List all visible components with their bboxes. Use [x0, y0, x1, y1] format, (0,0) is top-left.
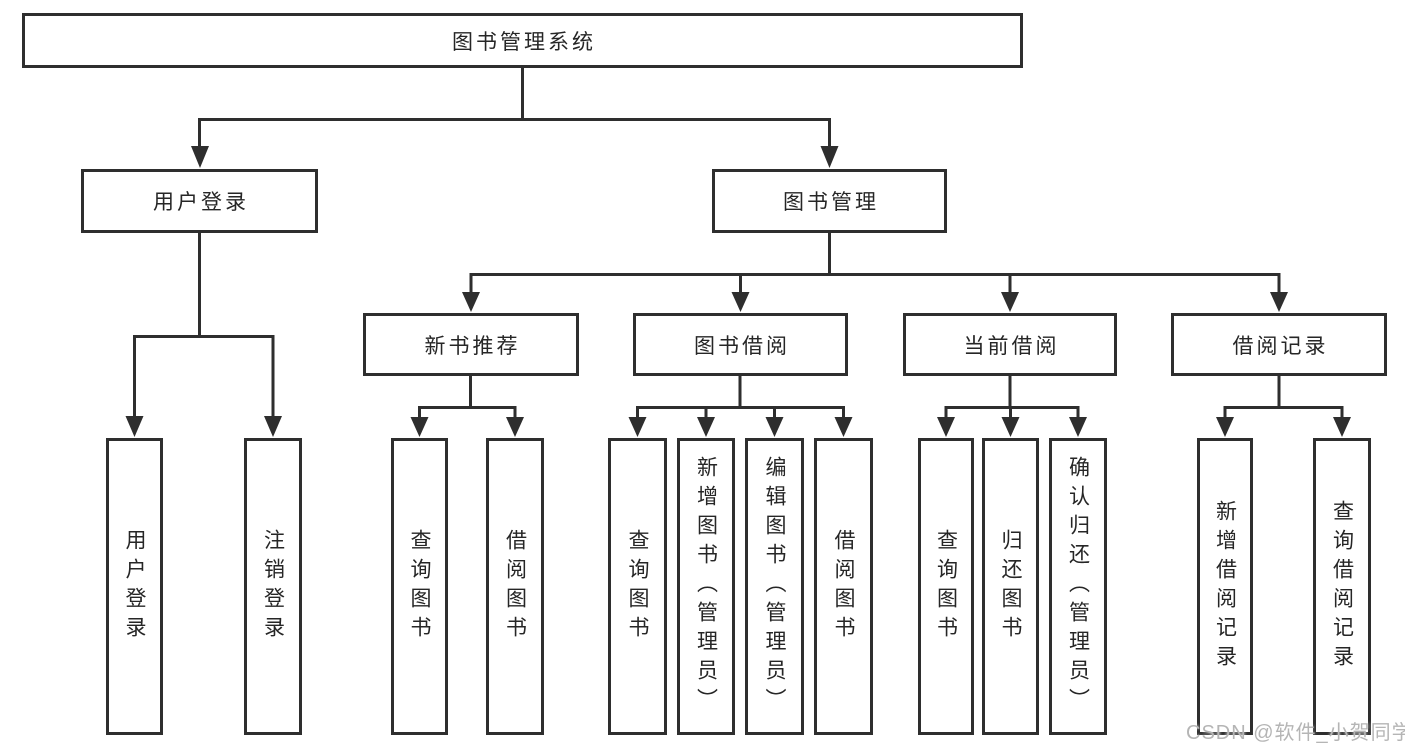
node-leaf-confirm-return-admin: 确认归还（管理员） — [1049, 438, 1107, 735]
node-leaf-borrow-books-recommend-label: 借阅图书 — [503, 528, 527, 645]
node-leaf-add-books-admin-label: 新增图书（管理员） — [694, 456, 718, 717]
node-leaf-return-books-label: 归还图书 — [999, 528, 1023, 645]
node-root-system: 图书管理系统 — [22, 13, 1023, 68]
node-leaf-query-books-current: 查询图书 — [918, 438, 974, 735]
node-leaf-add-borrow-record-label: 新增借阅记录 — [1213, 499, 1237, 674]
node-leaf-borrow-books: 借阅图书 — [814, 438, 873, 735]
node-leaf-borrow-books-recommend: 借阅图书 — [486, 438, 544, 735]
node-current-borrow: 当前借阅 — [903, 313, 1117, 376]
node-book-borrow: 图书借阅 — [633, 313, 848, 376]
node-root-label: 图书管理系统 — [452, 30, 596, 54]
node-leaf-return-books: 归还图书 — [982, 438, 1039, 735]
node-leaf-query-books-borrow: 查询图书 — [608, 438, 667, 735]
node-leaf-edit-books-admin-label: 编辑图书（管理员） — [763, 456, 787, 717]
node-book-borrow-label: 图书借阅 — [694, 334, 790, 358]
node-new-book-recommend: 新书推荐 — [363, 313, 579, 376]
node-leaf-query-borrow-record: 查询借阅记录 — [1313, 438, 1371, 735]
node-book-management-label: 图书管理 — [783, 191, 879, 214]
node-leaf-logout-label: 注销登录 — [261, 528, 285, 645]
node-leaf-borrow-books-label: 借阅图书 — [832, 528, 856, 645]
node-leaf-user-login-label: 用户登录 — [123, 528, 147, 645]
node-leaf-add-books-admin: 新增图书（管理员） — [677, 438, 735, 735]
node-borrow-records: 借阅记录 — [1171, 313, 1387, 376]
watermark: CSDN @软件_小贺同学 — [1186, 722, 1405, 744]
node-leaf-user-login: 用户登录 — [106, 438, 163, 735]
node-leaf-edit-books-admin: 编辑图书（管理员） — [745, 438, 804, 735]
connector-lines — [133, 68, 1344, 420]
node-new-book-recommend-label: 新书推荐 — [424, 334, 521, 358]
node-leaf-add-borrow-record: 新增借阅记录 — [1197, 438, 1253, 735]
node-leaf-query-books-recommend: 查询图书 — [391, 438, 448, 735]
node-book-management: 图书管理 — [712, 169, 947, 233]
node-user-login: 用户登录 — [81, 169, 318, 233]
node-current-borrow-label: 当前借阅 — [963, 334, 1060, 358]
node-leaf-query-books-recommend-label: 查询图书 — [408, 528, 432, 645]
node-leaf-logout: 注销登录 — [244, 438, 302, 735]
node-borrow-records-label: 借阅记录 — [1232, 334, 1329, 358]
node-leaf-query-books-current-label: 查询图书 — [934, 528, 958, 645]
node-leaf-confirm-return-admin-label: 确认归还（管理员） — [1066, 456, 1090, 717]
node-user-login-label: 用户登录 — [153, 191, 249, 214]
node-leaf-query-books-borrow-label: 查询图书 — [626, 528, 650, 645]
node-leaf-query-borrow-record-label: 查询借阅记录 — [1330, 499, 1354, 674]
